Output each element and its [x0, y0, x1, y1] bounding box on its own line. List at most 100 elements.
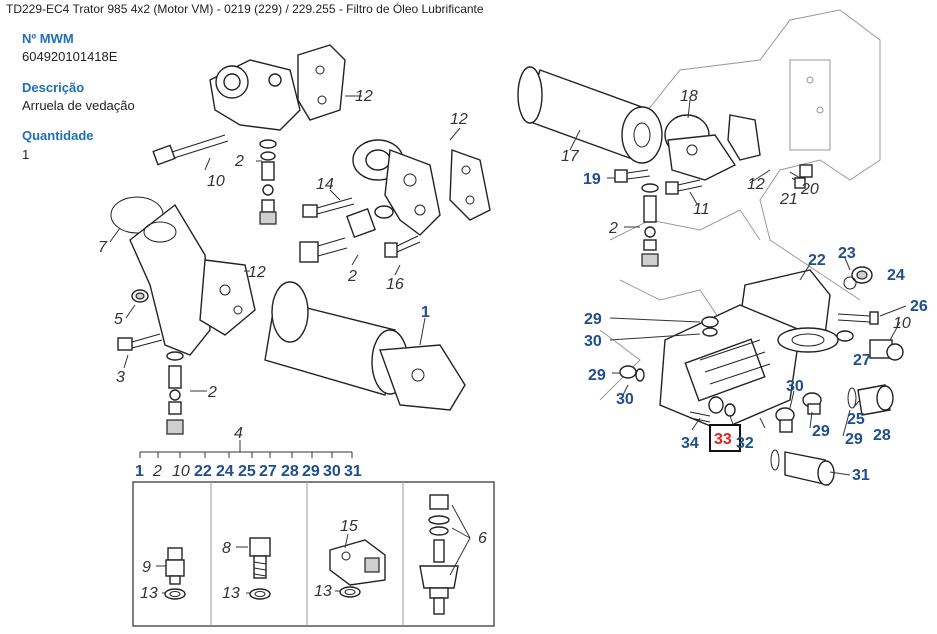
ref-5: 5: [114, 311, 123, 328]
strip-31: 31: [344, 463, 362, 480]
ref-34: 34: [681, 435, 699, 452]
ref-3: 3: [116, 369, 125, 386]
detail-fitting-8: [236, 537, 271, 600]
ref-1: 1: [421, 304, 430, 321]
oil-cooler-housing: [659, 269, 839, 431]
check-valve-stack-top: [259, 139, 277, 225]
ref-20: 20: [800, 181, 819, 198]
ref-24: 24: [887, 267, 905, 284]
ref-16: 16: [386, 276, 404, 293]
ref-10-b: 10: [893, 315, 911, 332]
plug-5: [131, 289, 149, 303]
bolt-14: [302, 197, 355, 218]
quantity-value: 1: [22, 147, 30, 162]
ref-2-d: 2: [608, 220, 618, 237]
panel-ref-15: 15: [340, 518, 358, 535]
panel-ref-8: 8: [222, 540, 231, 557]
strip-28: 28: [281, 463, 299, 480]
ref-29-c: 29: [812, 423, 830, 440]
ref-12-b: 12: [450, 111, 468, 128]
oil-filter-17: [517, 66, 663, 164]
ref-33-selected[interactable]: 33: [714, 431, 732, 448]
ref-12-a: 12: [355, 88, 373, 105]
plug-24: [843, 266, 873, 290]
ref-14: 14: [316, 176, 334, 193]
ref-10-a: 10: [207, 173, 225, 190]
strip-30: 30: [323, 463, 341, 480]
selected-ref-box[interactable]: [709, 424, 741, 452]
panel-ref-13-b: 13: [222, 585, 240, 602]
ref-12-d: 12: [747, 176, 765, 193]
ref-32: 32: [736, 435, 754, 452]
plug-29-30-left: [619, 365, 645, 382]
filter-head-middle: [352, 139, 491, 236]
ref-12-c: 12: [248, 264, 266, 281]
mwm-number-label: Nº MWM: [22, 31, 74, 46]
bolt-10-top: [152, 134, 229, 166]
breadcrumb: TD229-EC4 Trator 985 4x2 (Motor VM) - 02…: [6, 2, 484, 16]
ref-23: 23: [838, 245, 856, 262]
bolt-3: [117, 333, 163, 351]
ref-31: 31: [852, 467, 870, 484]
bolt-20-21: [789, 164, 813, 189]
ref-2-c: 2: [207, 384, 217, 401]
ref-25: 25: [847, 411, 865, 428]
oil-filter-1: [264, 281, 466, 411]
mwm-number-value: 604920101418E: [22, 49, 118, 64]
strip-22: 22: [194, 463, 212, 480]
check-valve-stack-right: [641, 183, 659, 267]
plug-29-30-bottom: [775, 392, 822, 433]
plug-29-30-top: [701, 316, 719, 337]
ref-30-a: 30: [584, 333, 602, 350]
ref-7: 7: [98, 239, 108, 256]
adapter-7: [110, 196, 256, 356]
strip-24: 24: [216, 463, 234, 480]
ref-28: 28: [873, 427, 891, 444]
strip-2: 2: [152, 463, 162, 480]
ref-2-b: 2: [347, 268, 357, 285]
group-strip: 1 2 10 22 24 25 27 28 29 30 31: [135, 463, 362, 480]
detail-fitting-9: [156, 547, 186, 600]
ref-30-c: 30: [786, 378, 804, 395]
ref-26: 26: [910, 298, 928, 315]
kit-bracket: [139, 440, 353, 458]
strip-25: 25: [238, 463, 256, 480]
filter-head-18: [664, 114, 761, 181]
bolt-11: [665, 179, 703, 195]
ref-19: 19: [583, 171, 601, 188]
check-valve-stack-left: [166, 351, 184, 435]
ref-29-a: 29: [584, 311, 602, 328]
bolt-31: [770, 449, 835, 486]
bolt-26: [837, 311, 879, 325]
bolt-16: [384, 235, 421, 258]
strip-10: 10: [172, 463, 190, 480]
panel-ref-9: 9: [142, 559, 151, 576]
description-label: Descrição: [22, 80, 85, 95]
strip-27: 27: [259, 463, 277, 480]
ref-18: 18: [680, 88, 698, 105]
ref-27: 27: [853, 352, 871, 369]
ref-17: 17: [561, 148, 580, 165]
detail-bracket-15: [329, 533, 386, 598]
detail-panel: 9 13 8 13 15 13 6: [132, 481, 495, 627]
callout-labels: 12 2 10 12 14 2 16 12 7 5 3 2 17 1 4 18 …: [98, 88, 928, 484]
ref-11: 11: [693, 201, 710, 218]
quantity-label: Quantidade: [22, 128, 94, 143]
leader-lines: [109, 95, 907, 476]
union-27: [836, 330, 904, 361]
filter-head-top: [209, 44, 346, 131]
ref-29-b: 29: [588, 367, 606, 384]
strip-29: 29: [302, 463, 320, 480]
panel-ref-13-a: 13: [140, 585, 158, 602]
ref-21: 21: [779, 191, 798, 208]
ref-4: 4: [234, 425, 243, 442]
bolt-28: [847, 384, 894, 416]
valve-assembly-middle: [299, 205, 394, 263]
strip-1: 1: [135, 463, 144, 480]
bolt-19: [614, 169, 651, 183]
ref-30-b: 30: [616, 391, 634, 408]
description-value: Arruela de vedação: [22, 98, 135, 113]
ref-22: 22: [808, 252, 826, 269]
ref-2-a: 2: [234, 153, 244, 170]
